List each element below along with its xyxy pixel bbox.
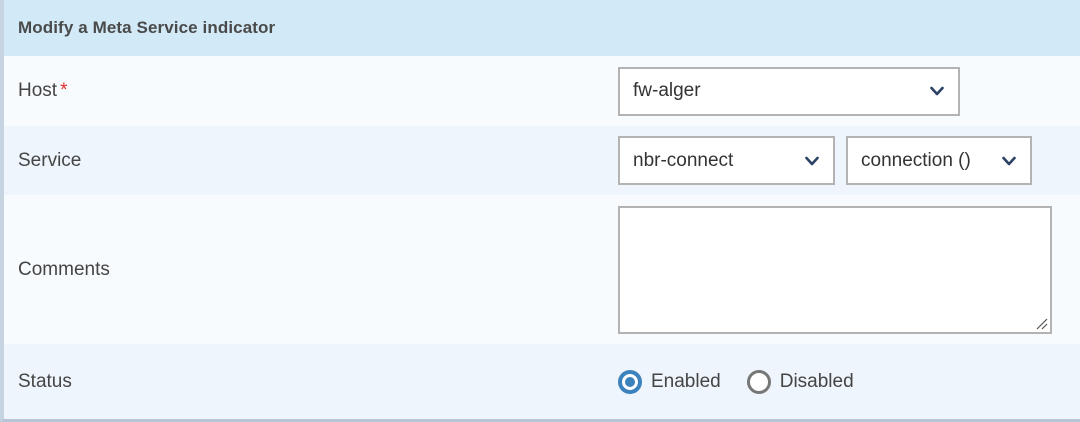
resize-handle-icon[interactable]	[1034, 316, 1048, 330]
service-instance-select-value: connection ()	[861, 149, 971, 171]
form-row-service: Service nbr-connect connection ()	[4, 126, 1080, 195]
service-instance-select[interactable]: connection ()	[846, 136, 1032, 185]
status-radio-disabled-label: Disabled	[779, 370, 854, 392]
comments-label-text: Comments	[18, 258, 110, 280]
service-select-value: nbr-connect	[633, 149, 734, 171]
form-row-host: Host* fw-alger	[4, 56, 1080, 126]
comments-label: Comments	[18, 259, 618, 281]
status-radio-enabled-label: Enabled	[651, 370, 721, 392]
page-title: Modify a Meta Service indicator	[18, 18, 276, 37]
service-select[interactable]: nbr-connect	[618, 136, 835, 185]
form-row-comments: Comments	[4, 195, 1080, 344]
status-label-text: Status	[18, 370, 72, 392]
comments-control	[618, 205, 1080, 334]
host-label: Host*	[18, 80, 618, 102]
host-control: fw-alger	[618, 66, 1080, 116]
radio-selected-icon[interactable]	[618, 369, 642, 394]
host-select[interactable]: fw-alger	[618, 66, 960, 116]
chevron-down-icon	[803, 152, 821, 170]
status-control: Enabled Disabled	[618, 369, 1080, 394]
comments-textarea[interactable]	[618, 205, 1052, 334]
service-label-text: Service	[18, 149, 82, 171]
service-label: Service	[18, 150, 618, 172]
host-label-text: Host	[18, 80, 58, 101]
radio-unselected-icon[interactable]	[746, 369, 771, 394]
form-row-status: Status Enabled Disabled	[4, 344, 1080, 419]
service-control: nbr-connect connection ()	[618, 136, 1080, 185]
status-label: Status	[18, 371, 618, 393]
host-select-value: fw-alger	[633, 80, 701, 101]
status-radio-disabled[interactable]: Disabled	[746, 369, 854, 394]
status-radio-enabled[interactable]: Enabled	[618, 369, 721, 394]
status-radio-group: Enabled Disabled	[618, 369, 880, 394]
panel-header: Modify a Meta Service indicator	[4, 0, 1080, 56]
required-asterisk: *	[60, 80, 68, 101]
chevron-down-icon	[928, 82, 946, 100]
chevron-down-icon	[1000, 152, 1018, 170]
